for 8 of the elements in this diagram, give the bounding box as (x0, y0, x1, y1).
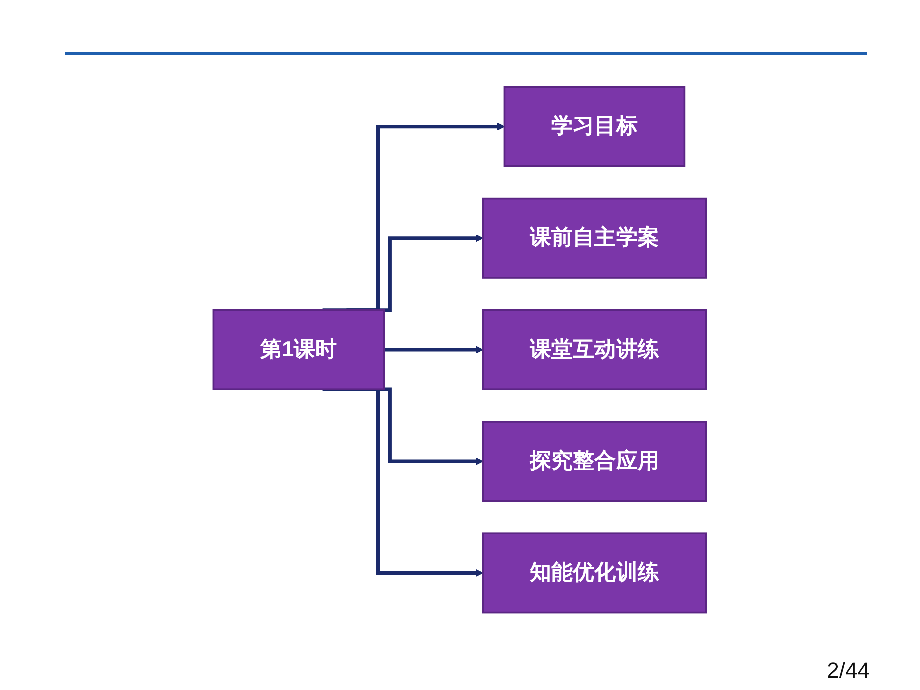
process-box: 知能优化训练 (482, 532, 708, 614)
arrow (346, 234, 484, 312)
process-box: 课堂互动讲练 (482, 310, 708, 390)
page-number: 2/44 (827, 658, 870, 684)
process-box: 第1课时 (212, 310, 385, 390)
process-box: 课前自主学案 (482, 198, 708, 279)
arrow (384, 346, 484, 354)
process-box: 学习目标 (504, 86, 686, 168)
